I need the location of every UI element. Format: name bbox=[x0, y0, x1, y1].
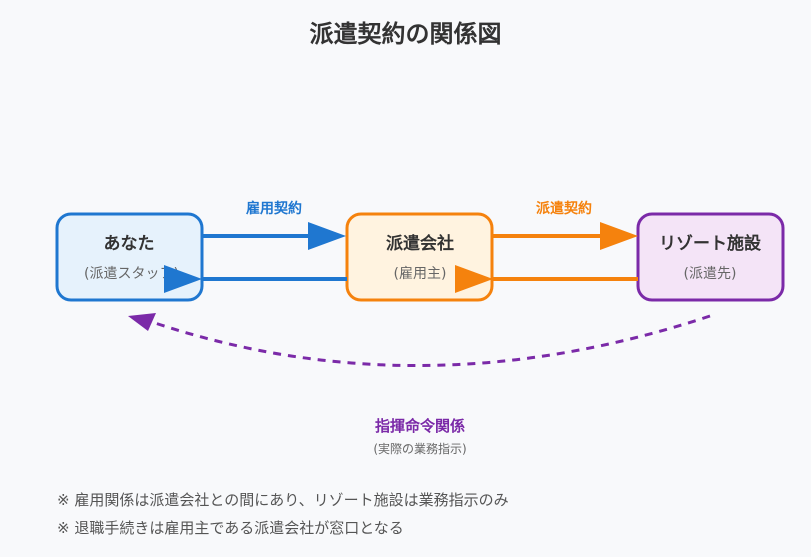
edge-command-label: 指揮命令関係 bbox=[375, 417, 465, 435]
node-resort: リゾート施設 (派遣先) bbox=[636, 212, 785, 302]
note-item: ※ 雇用関係は派遣会社との間にあり、リゾート施設は業務指示のみ bbox=[57, 491, 509, 509]
arrowhead-dispatch-forward bbox=[600, 222, 638, 250]
notes: ※ 雇用関係は派遣会社との間にあり、リゾート施設は業務指示のみ ※ 退職手続きは… bbox=[57, 486, 509, 542]
page-title: 派遣契約の関係図 bbox=[309, 20, 502, 48]
node-agency-name: 派遣会社 bbox=[386, 233, 454, 254]
node-you-sub: (派遣スタッフ) bbox=[84, 266, 179, 282]
node-you-name: あなた bbox=[104, 234, 155, 254]
arrowhead-employment-back bbox=[164, 265, 202, 293]
edge-command-sub: (実際の業務指示) bbox=[373, 441, 466, 456]
edge-dispatch: 派遣契約 bbox=[455, 200, 638, 293]
arrowhead-dispatch-back bbox=[455, 265, 493, 293]
node-resort-name: リゾート施設 bbox=[659, 233, 762, 254]
edge-employment-label: 雇用契約 bbox=[246, 200, 302, 217]
edge-dispatch-label: 派遣契約 bbox=[536, 200, 592, 217]
note-item: ※ 退職手続きは雇用主である派遣会社が窓口となる bbox=[57, 519, 404, 537]
node-agency-sub: (雇用主) bbox=[394, 265, 447, 282]
edge-command: 指揮命令関係 (実際の業務指示) bbox=[128, 313, 711, 456]
arrowhead-employment-forward bbox=[308, 222, 346, 250]
edge-employment: 雇用契約 bbox=[164, 200, 347, 293]
node-you: あなた (派遣スタッフ) bbox=[55, 212, 204, 302]
node-resort-sub: (派遣先) bbox=[684, 266, 737, 282]
arrowhead-command bbox=[128, 313, 156, 331]
